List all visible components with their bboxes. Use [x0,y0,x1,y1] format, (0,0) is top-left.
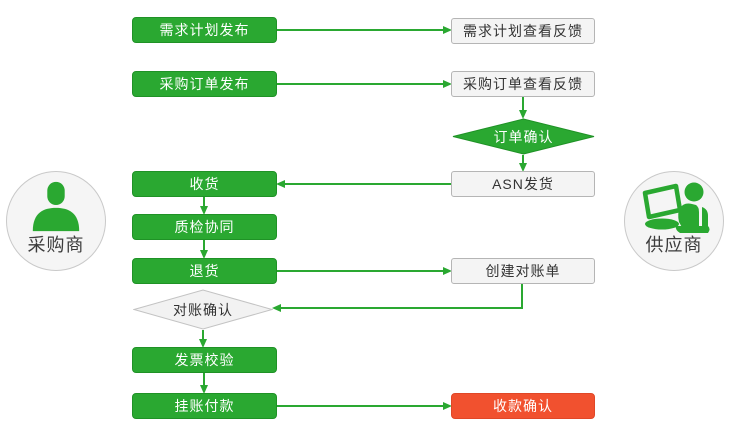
node-quality-collab: 质检协同 [132,214,277,240]
node-return-goods: 退货 [132,258,277,284]
node-pending-payment: 挂账付款 [132,393,277,419]
node-statement-confirm: 对账确认 [133,289,273,330]
buyer-label: 采购商 [27,235,85,255]
node-po-publish: 采购订单发布 [132,71,277,97]
edge-statement-to-confirm [272,284,523,312]
node-po-feedback: 采购订单查看反馈 [451,71,595,97]
node-receipt-confirm: 收款确认 [451,393,595,419]
node-create-statement: 创建对账单 [451,258,595,284]
node-demand-plan-publish: 需求计划发布 [132,17,277,43]
statement-confirm-label: 对账确认 [173,301,233,318]
node-invoice-verify: 发票校验 [132,347,277,373]
node-order-confirm: 订单确认 [452,118,595,155]
node-asn-ship: ASN发货 [451,171,595,197]
statement-confirm-diamond-shape [133,289,273,330]
node-demand-plan-feedback: 需求计划查看反馈 [451,18,595,44]
buyer-avatar: 采购商 [6,171,106,271]
order-confirm-label: 订单确认 [493,128,554,145]
buyer-person-icon [7,180,105,232]
supplier-laptop-person-icon [625,180,723,236]
supplier-avatar: 供应商 [624,171,724,271]
supplier-label: 供应商 [645,235,703,255]
node-receive: 收货 [132,171,277,197]
order-confirm-diamond-shape [452,118,595,155]
